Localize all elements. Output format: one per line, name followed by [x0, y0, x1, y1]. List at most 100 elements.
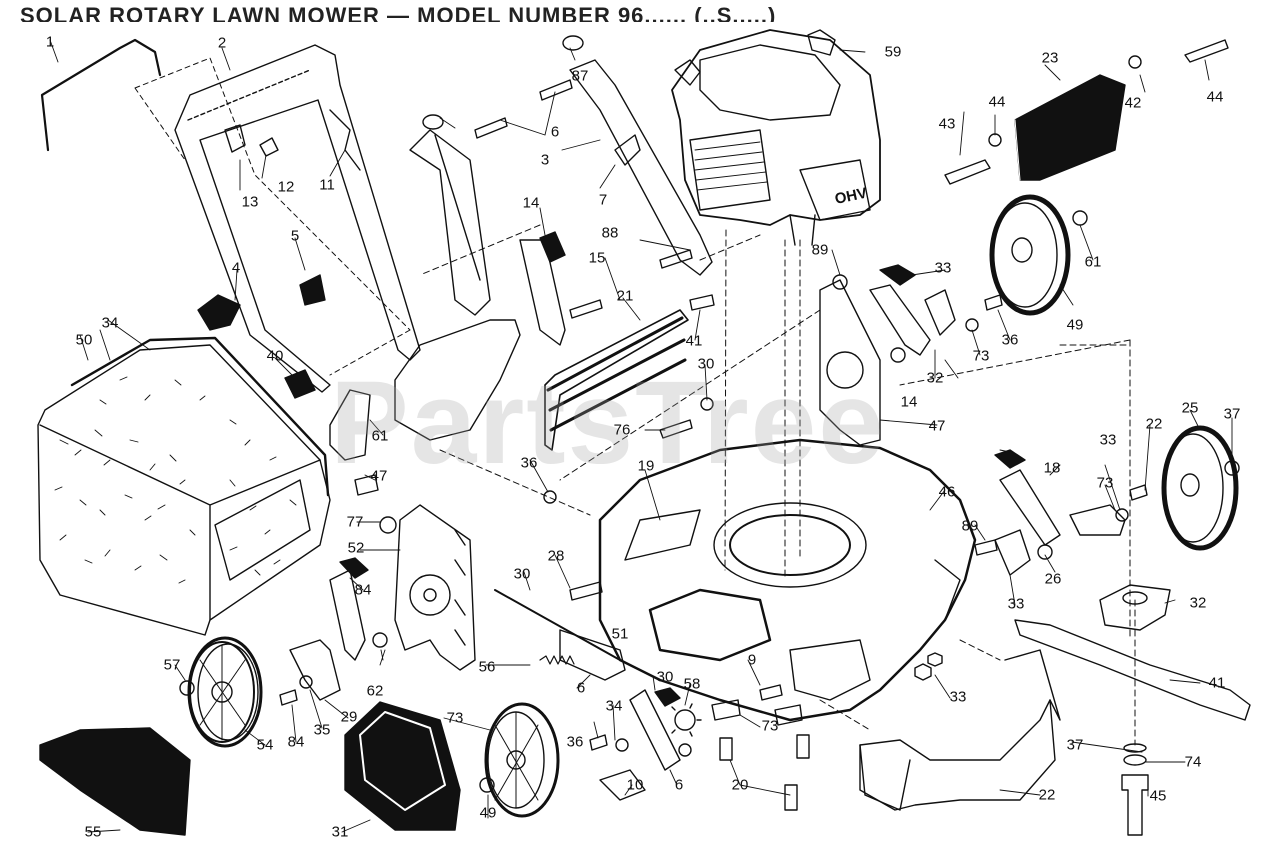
callout-label: 3 — [540, 151, 550, 169]
part-axle-bracket-left — [289, 639, 341, 701]
part-bolt-36-d — [589, 734, 608, 751]
part-upper-handle-rod — [40, 38, 162, 152]
callout-label: 73 — [972, 347, 990, 365]
callout-label: 44 — [988, 93, 1006, 111]
callout-label: 9 — [747, 651, 757, 669]
callout-label: 76 — [613, 421, 631, 439]
part-knob-33-right-rear — [879, 264, 916, 286]
callout-label: 7 — [598, 191, 608, 209]
callout-label: 61 — [1084, 253, 1102, 271]
part-nut-6-a — [179, 680, 195, 696]
callout-label: 74 — [1184, 753, 1202, 771]
part-lever-22-front — [629, 689, 681, 771]
part-nut-61-a — [1072, 210, 1088, 226]
callout-label: 43 — [938, 115, 956, 133]
part-rear-flap — [544, 309, 689, 451]
part-spacer-30-c — [1037, 544, 1053, 560]
callout-label: 30 — [656, 668, 674, 686]
part-mulch-plug — [39, 727, 191, 836]
part-knob-14-upper — [539, 231, 566, 263]
callout-label: 44 — [1206, 88, 1224, 106]
part-clip-7 — [614, 134, 641, 166]
callout-label: 73 — [446, 709, 464, 727]
part-handle-bracket — [329, 389, 371, 461]
part-bolt-45-c — [796, 734, 810, 759]
part-bolt-41-b — [569, 581, 603, 601]
part-knob-33-left — [339, 557, 369, 579]
callout-label: 40 — [266, 347, 284, 365]
part-lever-left — [329, 569, 366, 661]
callout-label: 37 — [1066, 736, 1084, 754]
header-text: SOLAR ROTARY LAWN MOWER — MODEL NUMBER 9… — [20, 3, 777, 22]
part-washer-73-b — [965, 318, 979, 332]
callout-label: 22 — [1038, 786, 1056, 804]
part-bracket-20 — [599, 769, 646, 801]
callout-label: 22 — [1145, 415, 1163, 433]
callout-label: 42 — [1124, 94, 1142, 112]
callout-label: 20 — [731, 776, 749, 794]
callout-label: 45 — [1149, 787, 1167, 805]
callout-label: 33 — [1007, 595, 1025, 613]
part-spacer-30-b — [890, 347, 906, 363]
callout-label: 37 — [1223, 405, 1241, 423]
part-washer-73 — [299, 675, 313, 689]
callout-label: 35 — [313, 721, 331, 739]
bag-texture — [54, 376, 297, 584]
part-bolt-18 — [659, 419, 693, 439]
part-blade — [1014, 619, 1251, 721]
leader-lines — [134, 57, 411, 376]
assembly-guide-lines — [419, 224, 1131, 516]
part-height-adjuster-left — [394, 504, 476, 671]
callout-label: 29 — [340, 708, 358, 726]
part-blade-bolt — [1121, 774, 1149, 836]
part-knob-33-right-front — [994, 449, 1026, 469]
callout-leaders — [49, 39, 1233, 833]
callout-label: 11 — [319, 176, 335, 194]
part-engine — [671, 29, 881, 246]
callout-label: 50 — [75, 331, 93, 349]
part-clip-74-b — [774, 704, 803, 726]
part-bolt-15 — [569, 299, 603, 319]
callout-label: 6 — [674, 776, 684, 794]
callout-label: 21 — [616, 287, 634, 305]
part-grass-bag — [37, 344, 331, 636]
part-spacer-30-a — [372, 632, 388, 648]
callout-label: 52 — [347, 539, 365, 557]
callout-label: 36 — [1001, 331, 1019, 349]
callout-label: 10 — [626, 776, 644, 794]
callout-label: 57 — [163, 656, 181, 674]
part-upper-handle — [174, 44, 421, 393]
part-lever-right — [869, 284, 931, 356]
callout-label: 84 — [287, 733, 305, 751]
part-bolt-6 — [474, 117, 508, 139]
part-bolt-6-b — [539, 79, 573, 101]
part-washer-55 — [1123, 743, 1147, 753]
callout-label: 73 — [1096, 474, 1114, 492]
part-bolt-45-b — [784, 784, 798, 811]
callout-label: 49 — [1066, 316, 1084, 334]
callout-label: 6 — [550, 123, 560, 141]
callout-label: 23 — [1041, 49, 1059, 67]
callout-label: 54 — [256, 736, 274, 754]
part-height-adjuster-right — [819, 279, 881, 446]
part-knob-5 — [299, 274, 326, 306]
callout-label: 41 — [1208, 674, 1226, 692]
callout-label: 14 — [522, 194, 540, 212]
part-washer-73-c — [1115, 508, 1129, 522]
part-gear-29 — [674, 709, 696, 731]
part-bolt-44-right — [1184, 39, 1229, 63]
callout-label: 30 — [513, 565, 531, 583]
header-band: SOLAR ROTARY LAWN MOWER — MODEL NUMBER 9… — [0, 0, 1280, 22]
part-knob-4 — [197, 294, 241, 331]
part-wheel-right-front — [1161, 425, 1239, 551]
part-lower-handle-right — [569, 59, 713, 276]
callout-label: 15 — [588, 249, 606, 267]
part-bolt-88 — [659, 249, 693, 269]
callout-label: 18 — [1043, 459, 1061, 477]
part-wheel-front-left — [484, 702, 560, 818]
callout-label: 1 — [45, 33, 55, 51]
part-nut-89 — [379, 516, 397, 534]
part-lever-right-front — [999, 469, 1061, 546]
part-wheel-right-rear — [989, 194, 1071, 316]
